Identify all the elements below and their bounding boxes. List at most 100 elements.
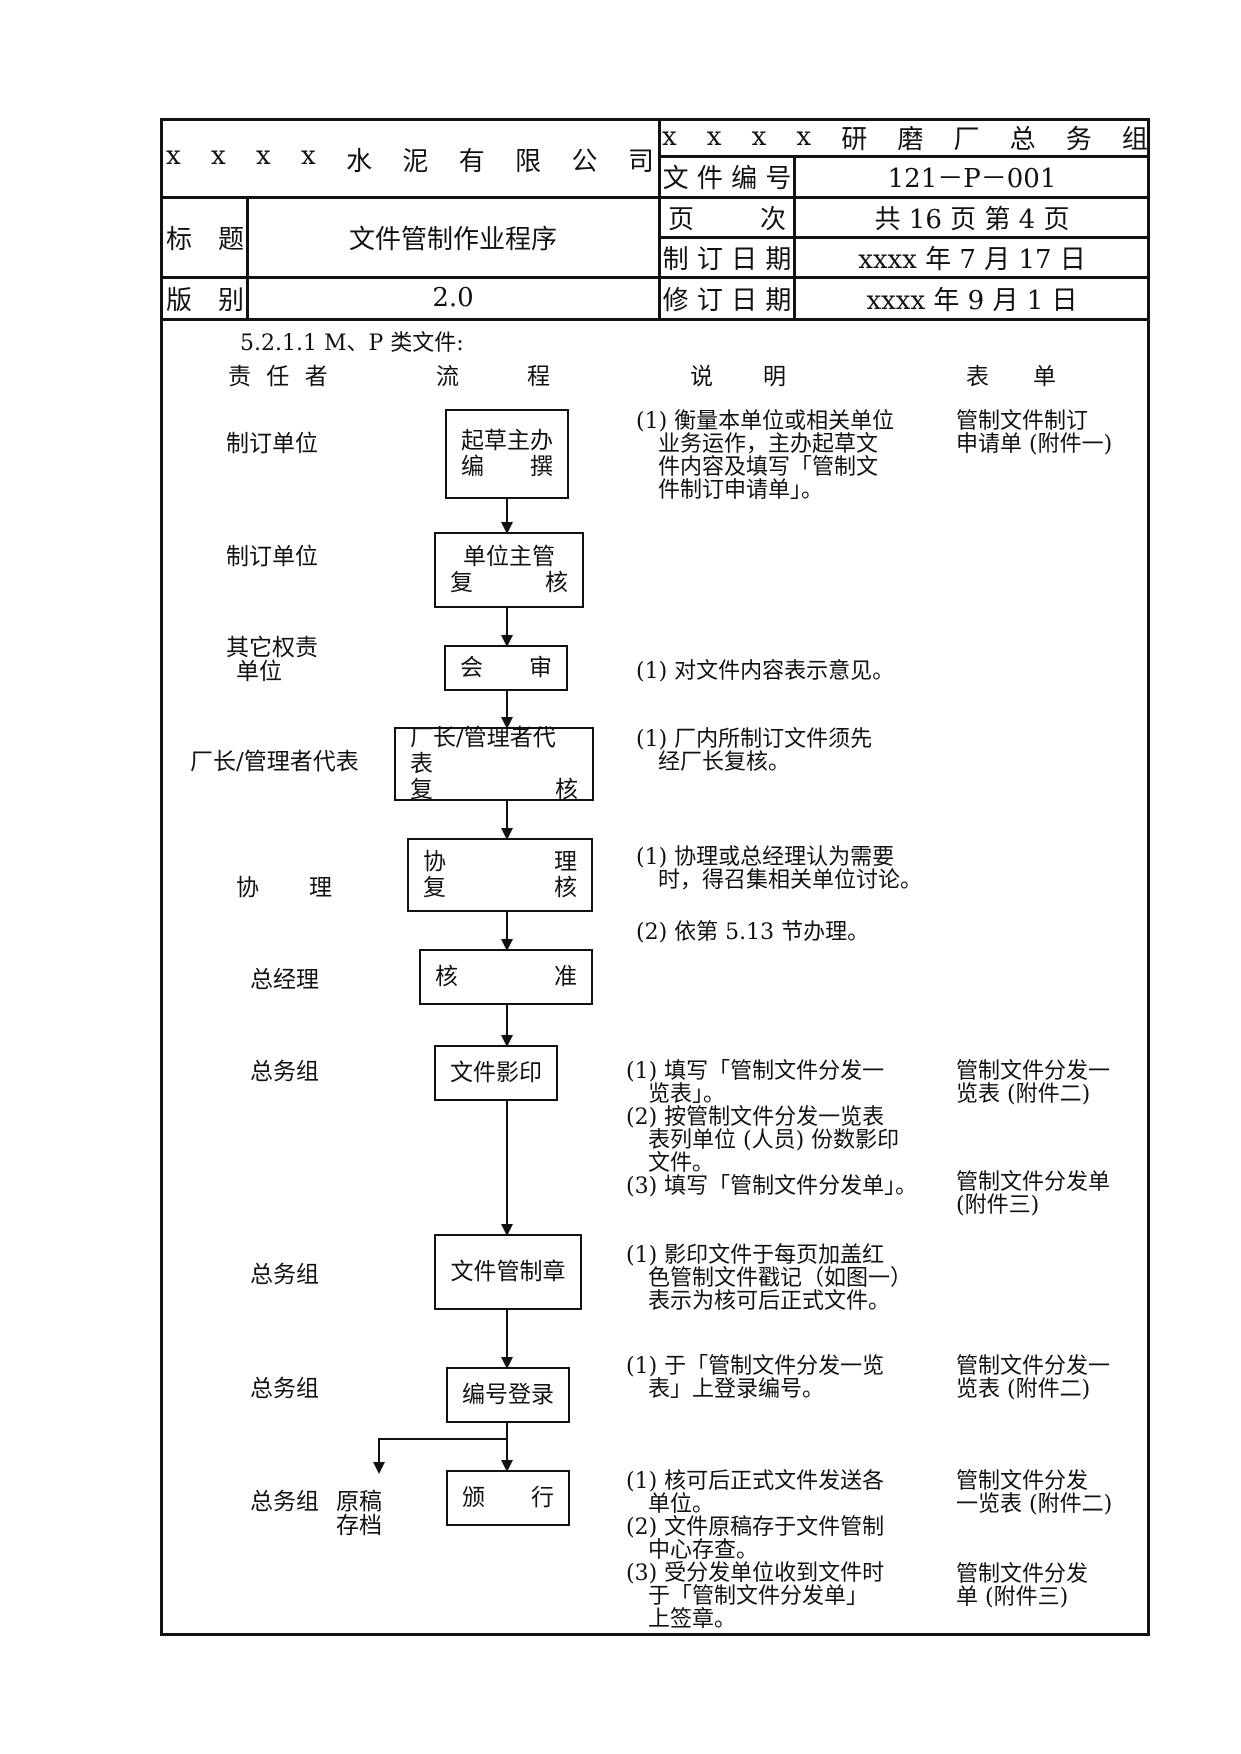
flow-step-box-text: 核 (555, 777, 578, 803)
archive-note: 原稿存档 (336, 1490, 382, 1538)
department-char: x (796, 122, 812, 152)
responsible-role-line: 总务组 (250, 1059, 319, 1085)
flow-step-box-text: 复 (450, 570, 473, 596)
version-label: 版 别 (166, 285, 245, 316)
flow-step-box-line: 会审 (446, 655, 566, 681)
col-responsible: 责 任 者 (228, 364, 332, 390)
step-description-line: 览表」。 (648, 1082, 726, 1107)
related-form-line: 一览表 (附件二) (956, 1492, 1113, 1517)
flow-step-box-text: 会 (460, 655, 483, 681)
related-form: 管制文件分发一览表 (附件二) (956, 1470, 1112, 1516)
header-rule (160, 276, 1150, 279)
responsible-role-line: 总经理 (250, 967, 319, 993)
responsible-role-line: 其它权责 (226, 635, 318, 661)
flow-step-box-text: 厂长/管理者代表 (410, 725, 556, 777)
related-form: 管制文件制订申请单 (附件一) (956, 410, 1112, 456)
step-description-line: 件制订申请单」。 (658, 478, 824, 503)
step-description-line: 表列单位 (人员) 份数影印 (648, 1128, 900, 1153)
step-description: (1) 厂内所制订文件须先经厂长复核。 (636, 728, 872, 774)
flow-step-box-line: 复核 (396, 777, 592, 803)
step-description-line: 表示为核可后正式文件。 (648, 1289, 891, 1314)
responsible-role-line: 总务组 (250, 1489, 319, 1515)
version-value: 2.0 (432, 283, 474, 313)
col-form: 表单 (966, 366, 1056, 389)
company-char: x (256, 140, 271, 171)
department-char: 总 (1009, 124, 1036, 155)
flow-arrow (501, 801, 513, 840)
related-form: 管制文件分发单 (附件三) (956, 1563, 1088, 1609)
related-form-line: 览表 (附件二) (956, 1377, 1091, 1402)
step-description-line: 单位。 (648, 1492, 715, 1517)
doc-no-label: 文 件 编 号 (662, 163, 792, 194)
flow-step-box: 单位主管复核 (434, 532, 584, 608)
header-rule (660, 155, 1150, 158)
col-desc: 说明 (690, 366, 786, 389)
department-char: x (751, 122, 767, 152)
flow-step-box-text: 复 (410, 777, 433, 803)
page-value: 共 16 页 第 4 页 (874, 204, 1070, 235)
step-description-line: (1) 于「管制文件分发一览 (626, 1354, 885, 1379)
company-char: 水 (346, 146, 373, 177)
step-description: (1) 填写「管制文件分发一览表」。(2) 按管制文件分发一览表表列单位 (人员… (626, 1060, 917, 1198)
section-heading: 5.2.1.1 M、P 类文件: (240, 331, 464, 356)
responsible-role: 总务组 (250, 1377, 319, 1401)
flow-arrow (501, 1101, 513, 1236)
made-date-value: xxxx 年 7 月 17 日 (858, 244, 1086, 275)
step-description: (2) 依第 5.13 节办理。 (636, 921, 869, 944)
document-title: 文件管制作业程序 (348, 224, 557, 255)
step-description-line: (1) 对文件内容表示意见。 (636, 659, 895, 684)
archive-branch-arrow (373, 1438, 385, 1474)
header-rule (660, 236, 1150, 239)
header-divider (793, 155, 796, 318)
responsible-role-text: 协 (236, 875, 259, 901)
archive-note-line: 存档 (336, 1513, 382, 1539)
responsible-role-line: 制订单位 (226, 544, 318, 570)
department-char: 厂 (953, 124, 980, 155)
header-divider (246, 196, 249, 318)
step-description-line: 色管制文件戳记（如图一） (648, 1266, 913, 1291)
company-char: 司 (627, 146, 654, 177)
responsible-role: 制订单位 (226, 545, 318, 569)
department-char: 研 (841, 124, 868, 155)
flow-step-box: 颁行 (446, 1470, 570, 1526)
step-description: (1) 对文件内容表示意见。 (636, 660, 894, 683)
flow-step-box-text: 编号登录 (462, 1382, 554, 1408)
flow-step-box-line: 厂长/管理者代表 (396, 725, 592, 777)
flow-step-box-line: 协理 (409, 849, 591, 875)
step-description: (1) 影印文件于每页加盖红色管制文件戳记（如图一）表示为核可后正式文件。 (626, 1244, 912, 1313)
company-char: x (211, 140, 226, 171)
step-description-line: (1) 核可后正式文件发送各 (626, 1469, 885, 1494)
flow-arrow (501, 912, 513, 951)
title-label: 标 题 (166, 224, 245, 255)
flow-step-box-text: 行 (531, 1485, 554, 1511)
step-description-line: (3) 填写「管制文件分发单」。 (626, 1174, 918, 1199)
flow-step-box-text: 核 (554, 875, 577, 901)
responsible-role: 制订单位 (226, 432, 318, 456)
related-form-line: 管制文件分发 (956, 1562, 1089, 1587)
company-char: 有 (458, 146, 485, 177)
step-description-line: (3) 受分发单位收到文件时 (626, 1561, 885, 1586)
header-divider (658, 118, 661, 318)
step-description-line: 上签章。 (648, 1607, 737, 1632)
related-form-line: 管制文件分发单 (956, 1170, 1111, 1195)
responsible-role-line: 单位 (236, 659, 282, 685)
header-rule (160, 318, 1150, 321)
related-form-line: (附件三) (956, 1193, 1040, 1218)
related-form-line: 管制文件分发一 (956, 1354, 1111, 1379)
related-form: 管制文件分发单(附件三) (956, 1171, 1110, 1217)
col-flow-1: 流 (436, 364, 459, 390)
responsible-role-line: 总务组 (250, 1262, 319, 1288)
responsible-role-line: 厂长/管理者代表 (190, 749, 359, 775)
step-description-line: (1) 厂内所制订文件须先 (636, 727, 873, 752)
flow-step-box: 文件影印 (434, 1045, 558, 1101)
responsible-role: 协理 (236, 876, 332, 900)
archive-branch-line (378, 1438, 508, 1440)
step-description-line: 业务运作，主办起草文 (658, 432, 879, 457)
col-flow: 流程 (436, 366, 550, 389)
page-label: 页 次 (664, 199, 790, 235)
flow-step-box: 厂长/管理者代表复核 (394, 725, 594, 803)
department-char: 务 (1065, 124, 1092, 155)
step-description-line: 时，得召集相关单位讨论。 (658, 868, 923, 893)
flow-arrow (501, 499, 513, 534)
